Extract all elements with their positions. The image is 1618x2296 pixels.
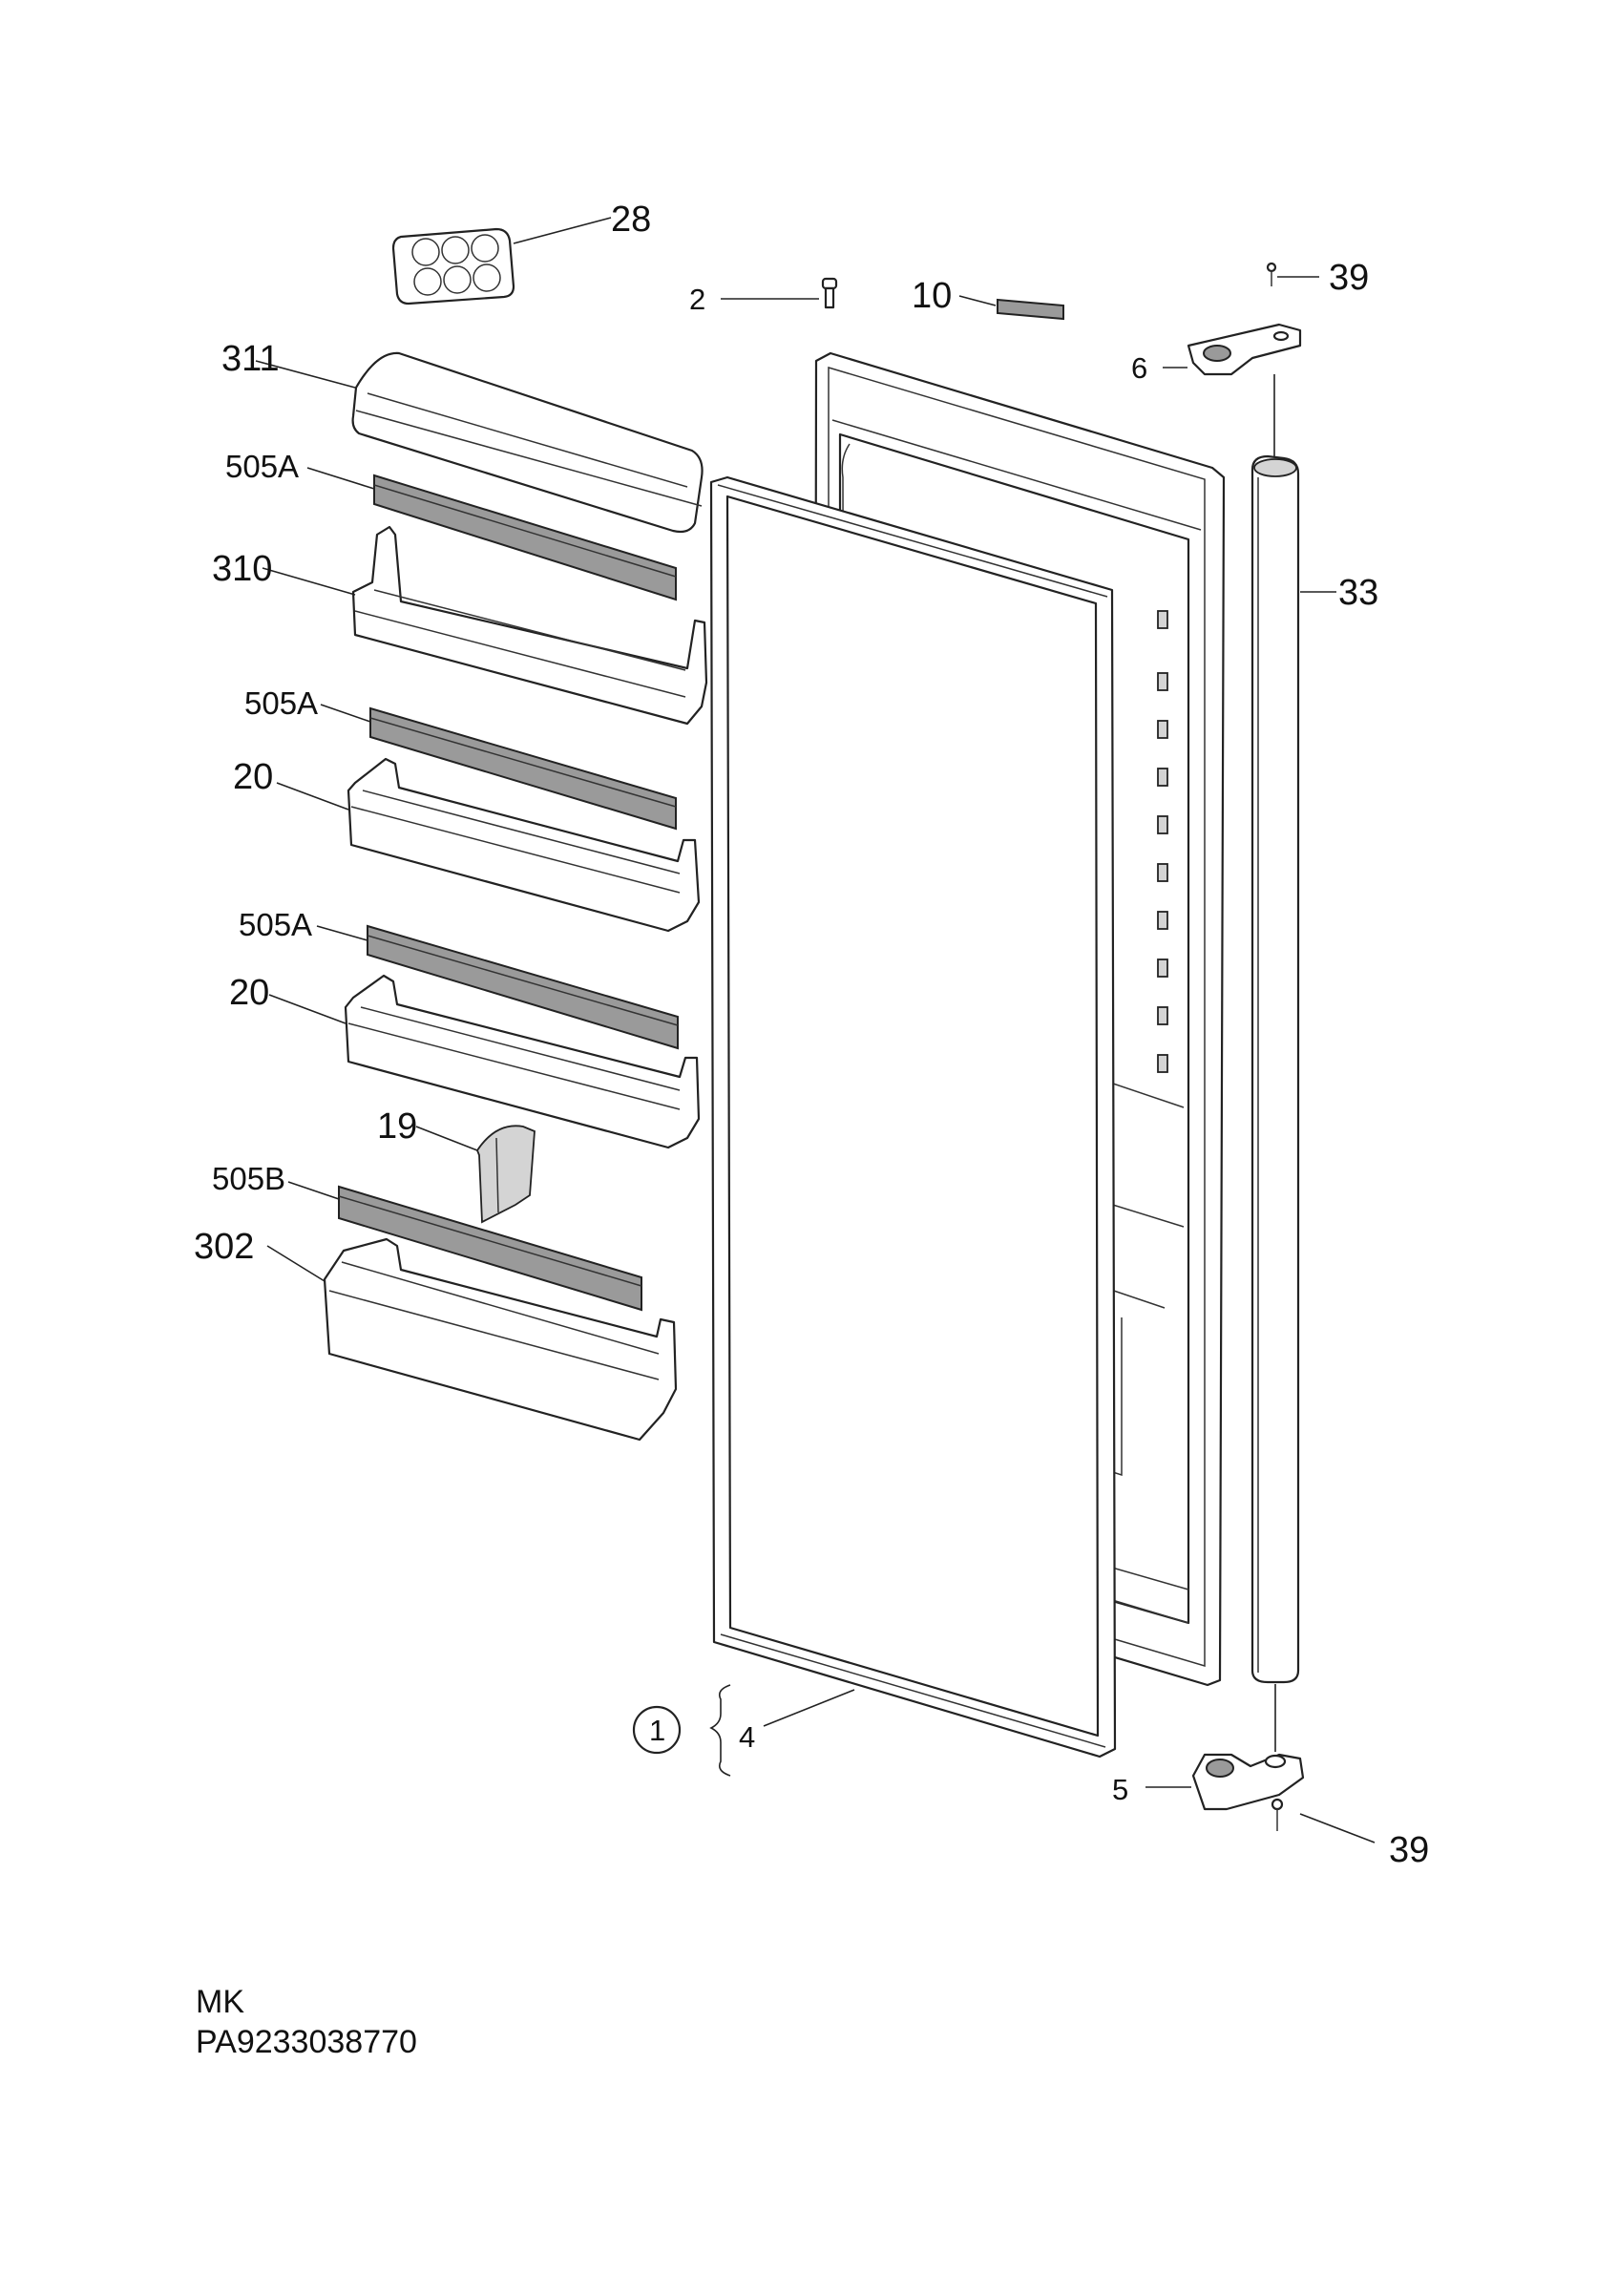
leader-505b	[287, 1181, 340, 1200]
shelf-trim-1-part	[373, 474, 677, 601]
leader-39-bottom	[1299, 1813, 1376, 1843]
callout-group-1: 1	[632, 1684, 731, 1777]
label-4: 4	[739, 1720, 755, 1754]
screw-top-part	[1266, 262, 1277, 286]
label-505a-2: 505A	[244, 685, 318, 721]
egg-tray-part	[391, 227, 515, 305]
lower-hinge-part	[1191, 1753, 1305, 1811]
leader-10	[958, 295, 997, 306]
label-10: 10	[912, 276, 952, 316]
label-33: 33	[1338, 573, 1378, 613]
shelf-trim-2-part	[369, 706, 677, 831]
label-1: 1	[649, 1714, 665, 1747]
upper-hinge-part	[1187, 323, 1302, 376]
model-code: MK	[196, 1984, 244, 2020]
screw-bottom-part	[1271, 1798, 1284, 1831]
bottle-holder-part	[475, 1125, 536, 1224]
label-5: 5	[1112, 1773, 1128, 1806]
label-19: 19	[377, 1106, 417, 1147]
leader-28	[513, 217, 612, 244]
shelf-trim-3-part	[367, 924, 679, 1050]
label-20-1: 20	[233, 757, 273, 797]
label-505a-3: 505A	[239, 907, 312, 942]
label-28: 28	[611, 200, 651, 240]
leader-505a-3	[316, 925, 368, 941]
door-shelf-2-part	[344, 974, 701, 1149]
leader-311	[255, 360, 356, 389]
door-shelf-1-part	[347, 757, 701, 933]
label-39-top: 39	[1329, 258, 1369, 298]
cover-strip-part	[997, 298, 1064, 321]
leader-4	[763, 1689, 855, 1727]
label-310: 310	[212, 549, 272, 589]
shelf-hooks-right	[1157, 610, 1168, 1073]
bottle-shelf-part	[323, 1237, 678, 1442]
leader-505a-1	[306, 467, 375, 490]
label-39-bottom: 39	[1389, 1830, 1429, 1870]
label-6: 6	[1131, 351, 1147, 385]
label-505b: 505B	[212, 1161, 285, 1196]
label-505a-1: 505A	[225, 449, 299, 484]
shelf-trim-b-part	[338, 1185, 642, 1312]
leader-505a-2	[320, 704, 371, 723]
leader-302	[266, 1245, 326, 1282]
leader-20-1	[276, 782, 349, 811]
label-302: 302	[194, 1227, 254, 1267]
leader-310	[262, 567, 356, 596]
upper-door-shelf-part	[351, 525, 708, 726]
part-number-code: PA9233038770	[196, 2024, 417, 2060]
dairy-lid-part	[351, 351, 704, 534]
label-2: 2	[689, 283, 705, 316]
pin-part	[821, 277, 838, 309]
label-311: 311	[221, 339, 280, 379]
leader-20-2	[268, 994, 347, 1024]
gasket-strip-part	[1250, 454, 1300, 1684]
door-gasket-part	[709, 475, 1117, 1759]
label-20-2: 20	[229, 973, 269, 1013]
leader-19	[415, 1126, 478, 1151]
